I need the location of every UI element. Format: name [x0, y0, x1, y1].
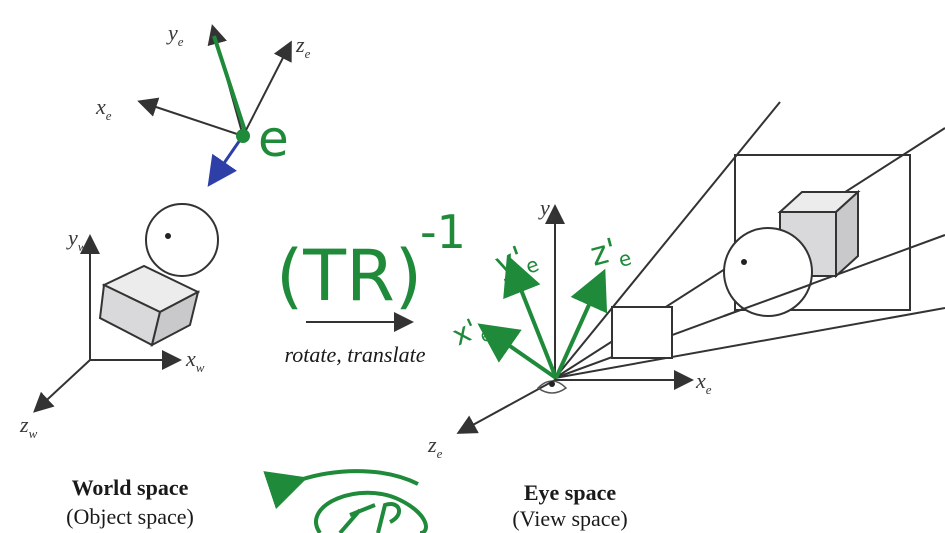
frustum-line-low — [554, 307, 945, 379]
eye-space: ye xe ze y'e z'e x'e Eye space (View spa… — [427, 101, 945, 531]
transform-exponent: -1 — [420, 205, 466, 259]
eye-y-label: ye — [538, 195, 556, 224]
world-subtitle: (Object space) — [66, 504, 194, 529]
eye-origin-glyph — [536, 380, 568, 394]
frustum-line-top — [554, 101, 781, 379]
ink-z-axis — [554, 268, 608, 379]
world-z-label: zw — [19, 412, 38, 441]
eye-cube — [777, 189, 861, 279]
world-title: World space — [72, 475, 189, 500]
eye-point — [236, 129, 250, 143]
camera-y-axis-ink — [212, 35, 248, 135]
near-plane — [611, 306, 673, 359]
camera-z-axis — [242, 40, 292, 137]
transform-handwritten: (TR) — [276, 235, 422, 317]
ink-z-label: z'e — [586, 227, 634, 278]
eye-subtitle: (View space) — [512, 506, 627, 531]
world-x-label: xw — [185, 346, 205, 375]
camera-z-label: ze — [295, 32, 311, 61]
eye-title: Eye space — [524, 480, 617, 505]
world-cube — [98, 264, 201, 347]
eye-origin-dot — [549, 381, 555, 387]
frustum-line-mid-over — [723, 283, 813, 317]
eye-sphere-center — [741, 259, 747, 265]
camera-x-axis — [137, 97, 244, 137]
eye-sphere — [723, 227, 813, 317]
inverse-arrow-scribble — [263, 469, 419, 510]
inverse-scribble-loop — [314, 490, 428, 533]
world-sphere-center — [165, 233, 171, 239]
camera-frame: ye ze xe e — [95, 20, 311, 187]
eye-label: e — [258, 110, 289, 168]
world-space: yw xw zw World space (Object space) — [19, 203, 219, 529]
camera-x-label: xe — [95, 94, 112, 123]
world-z-axis — [33, 359, 91, 413]
camera-y-label: ye — [166, 20, 184, 49]
inverse-scribble-letters — [338, 502, 401, 533]
ink-x-label: x'e — [447, 307, 496, 357]
eye-z-axis — [456, 379, 556, 434]
camera-view-direction — [207, 139, 242, 187]
eye-x-label: xe — [695, 368, 712, 397]
transform-caption: rotate, translate — [285, 342, 426, 367]
ink-x-axis — [477, 323, 558, 380]
transform-annotation: (TR) -1 rotate, translate — [263, 205, 466, 533]
eye-z-label: ze — [427, 432, 443, 461]
ink-y-axis — [503, 254, 558, 379]
world-y-label: yw — [66, 225, 87, 254]
world-sphere — [145, 203, 219, 277]
